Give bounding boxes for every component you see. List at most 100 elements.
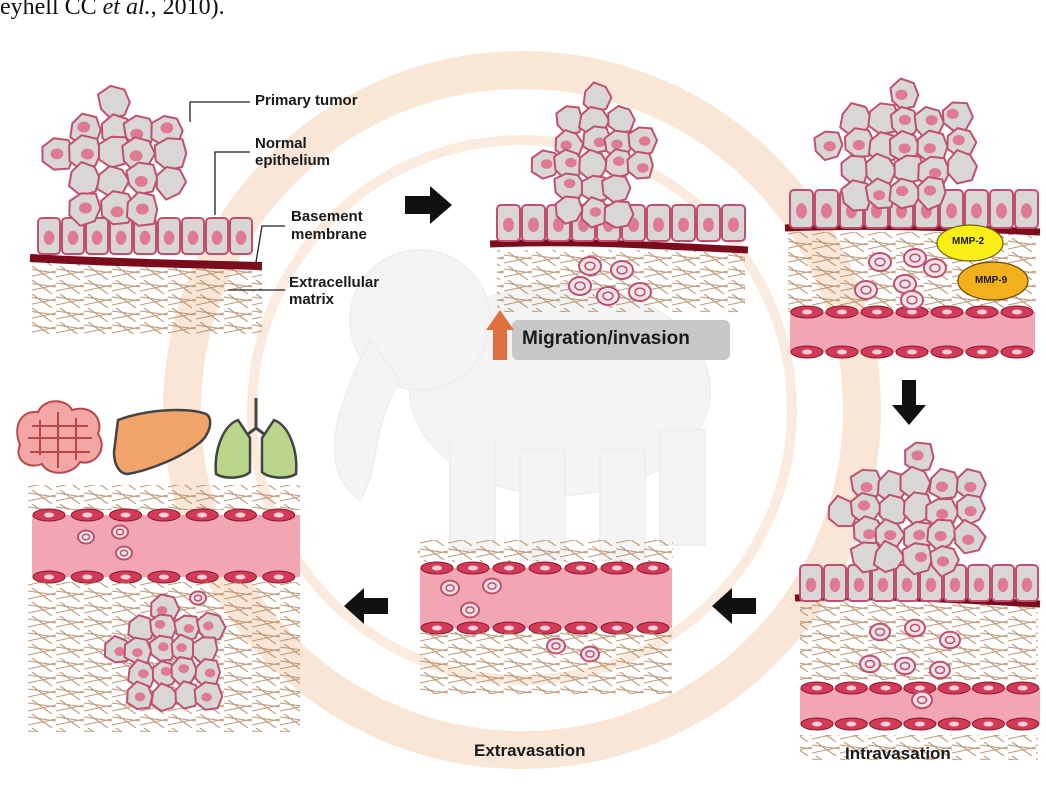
- nucleus: [846, 722, 856, 727]
- nucleus: [81, 149, 94, 160]
- nucleus: [824, 141, 836, 151]
- nucleus: [576, 626, 586, 631]
- extracellular-matrix: [32, 262, 262, 334]
- nucleus: [576, 566, 586, 571]
- nucleus: [913, 530, 925, 540]
- nucleus: [806, 578, 817, 592]
- tumor-cell: [841, 156, 868, 184]
- nucleus: [274, 513, 284, 518]
- nucleus: [884, 530, 896, 540]
- nucleus: [953, 135, 965, 145]
- nucleus: [236, 231, 247, 245]
- nucleus: [468, 566, 478, 571]
- nucleus: [1022, 578, 1033, 592]
- nucleus: [796, 203, 807, 218]
- nucleus: [881, 722, 891, 727]
- nucleus: [860, 482, 872, 492]
- nucleus: [528, 218, 539, 232]
- tumor-cell: [948, 150, 977, 183]
- nucleus: [846, 686, 856, 691]
- nucleus: [197, 575, 207, 580]
- nucleus: [962, 535, 974, 545]
- nucleus: [159, 575, 169, 580]
- leader-line: [190, 102, 250, 122]
- nucleus: [235, 513, 245, 518]
- stage-secondary-tumor: [28, 485, 300, 732]
- tumor-cell: [556, 106, 582, 133]
- tumor-cell: [155, 138, 187, 170]
- nucleus: [590, 207, 601, 217]
- migrating-cell: [924, 259, 946, 277]
- migrating-cell: [860, 656, 880, 672]
- nucleus: [504, 566, 514, 571]
- nucleus: [540, 566, 550, 571]
- nucleus: [157, 606, 168, 615]
- nucleus: [1012, 310, 1022, 315]
- nucleus: [140, 231, 151, 245]
- nucleus: [1018, 686, 1028, 691]
- tumor-cell: [608, 106, 635, 133]
- label-mmp9: MMP-9: [975, 275, 1007, 286]
- migrating-cell: [547, 639, 565, 654]
- label-normal-epithelium-line1: Normal: [255, 135, 307, 152]
- nucleus: [613, 156, 624, 166]
- nucleus: [728, 218, 739, 232]
- nucleus: [50, 148, 63, 159]
- nucleus: [197, 513, 207, 518]
- migrating-cell: [190, 591, 206, 604]
- migrating-cell: [904, 249, 926, 267]
- migrating-cell: [912, 692, 932, 708]
- basement-membrane: [490, 243, 748, 250]
- nucleus: [504, 626, 514, 631]
- migrating-cell: [579, 257, 601, 275]
- nucleus: [135, 176, 148, 187]
- nucleus: [983, 686, 993, 691]
- nucleus: [977, 350, 987, 355]
- nucleus: [974, 578, 985, 592]
- migrating-cell: [569, 277, 591, 295]
- nucleus: [155, 620, 166, 629]
- nucleus: [899, 115, 911, 125]
- nucleus: [116, 231, 127, 245]
- tumor-cell: [605, 201, 634, 227]
- migrating-cell: [581, 647, 599, 662]
- nucleus: [432, 566, 442, 571]
- migrating-cell: [597, 287, 619, 305]
- extracellular-matrix: [420, 632, 672, 694]
- migrating-cell: [611, 261, 633, 279]
- nucleus: [915, 552, 927, 562]
- nucleus: [878, 578, 889, 592]
- nucleus: [971, 203, 982, 218]
- extracellular-matrix: [28, 485, 300, 510]
- extracellular-matrix: [418, 540, 673, 562]
- primary-tumor-mass: [42, 86, 186, 226]
- nucleus: [936, 509, 948, 519]
- nucleus: [44, 513, 54, 518]
- extracellular-matrix: [497, 250, 745, 312]
- nucleus: [468, 626, 478, 631]
- nucleus: [136, 204, 149, 215]
- nucleus: [896, 186, 908, 196]
- nucleus: [68, 231, 79, 245]
- nucleus: [1021, 203, 1032, 218]
- label-primary-tumor: Primary tumor: [255, 92, 358, 109]
- label-extravasation: Extravasation: [474, 741, 586, 761]
- migrating-cell: [855, 281, 877, 299]
- vessel-lumen: [32, 515, 300, 577]
- migrating-cell: [905, 620, 925, 636]
- nucleus: [915, 686, 925, 691]
- nucleus: [121, 575, 131, 580]
- arrow-right-icon: [405, 186, 452, 224]
- nucleus: [854, 578, 865, 592]
- nucleus: [432, 626, 442, 631]
- nucleus: [911, 450, 923, 460]
- label-normal-epithelium-line2: epithelium: [255, 152, 330, 169]
- nucleus: [678, 218, 689, 232]
- nucleus: [176, 643, 187, 652]
- nucleus: [998, 578, 1009, 592]
- nucleus: [821, 203, 832, 218]
- migrating-cell: [901, 291, 923, 309]
- blood-vessel: [32, 509, 300, 583]
- nucleus: [77, 122, 90, 133]
